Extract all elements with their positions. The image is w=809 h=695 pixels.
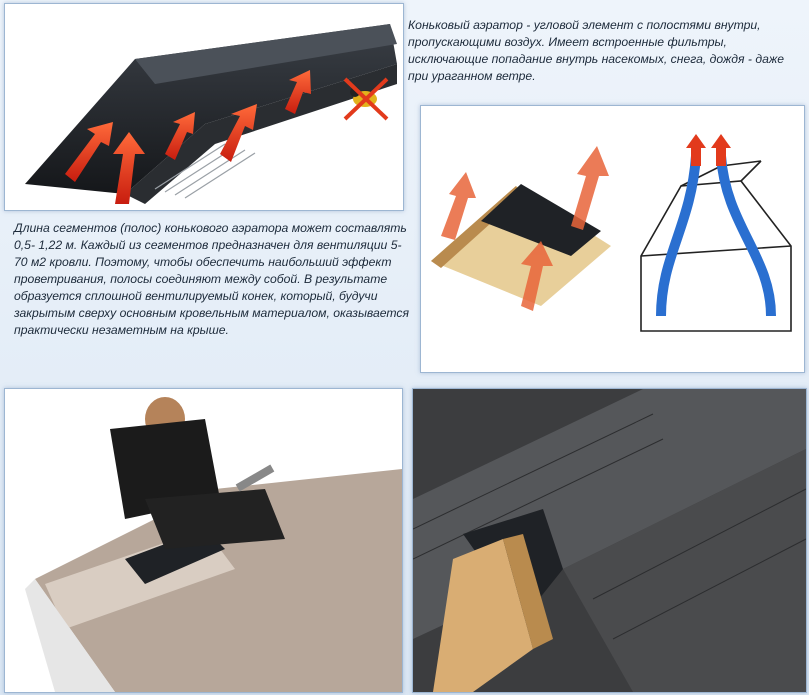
shingle-ridge-closeup: [412, 388, 807, 693]
caption-left: Длина сегментов (полос) конькового аэрат…: [14, 221, 410, 337]
roofer-installation-photo: [4, 388, 403, 693]
no-insect-icon: [343, 77, 389, 121]
caption-top: Коньковый аэратор - угловой элемент с по…: [408, 18, 785, 83]
airflow-arrow-icon: [65, 70, 311, 204]
ridge-aerator-illustration: [4, 3, 404, 211]
roof-ventilation-diagram: [420, 105, 805, 373]
